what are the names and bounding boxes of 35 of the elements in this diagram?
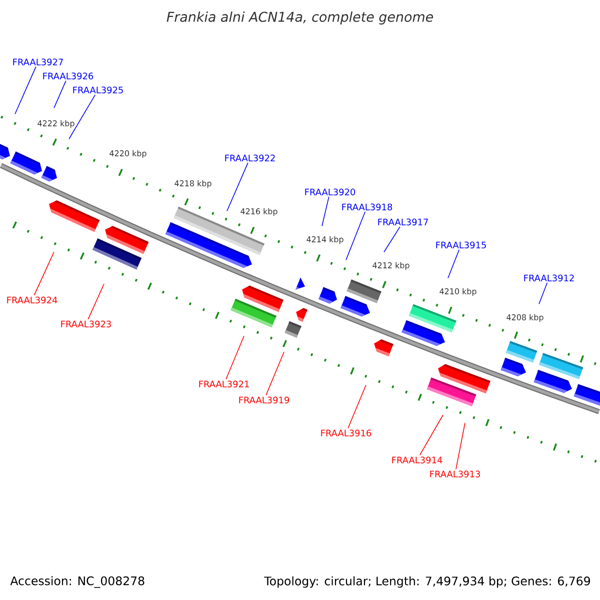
gene-label: FRAAL3923 — [61, 320, 111, 328]
gene-label: FRAAL3921 — [199, 380, 249, 388]
gene-label: FRAAL3922 — [225, 154, 275, 162]
gene-label: FRAAL3916 — [321, 430, 372, 436]
leader-line — [68, 94, 96, 140]
footer-text: Accession: NC_008278 — [10, 576, 144, 588]
gene-label: FRAAL3919 — [239, 396, 290, 404]
leader-line — [538, 282, 548, 304]
leader-line — [34, 252, 54, 296]
leader-line — [14, 66, 36, 114]
gene-label: FRAAL3912 — [524, 274, 574, 282]
leader-line — [54, 80, 66, 108]
gene-label: FRAAL3915 — [436, 242, 486, 248]
gene-label: FRAAL3920 — [305, 188, 356, 196]
leader-line — [226, 162, 248, 212]
gene-label: FRAAL3924 — [7, 296, 58, 304]
gene-label: FRAAL3914 — [392, 456, 442, 464]
gene-label: FRAAL3926 — [43, 72, 94, 80]
leader-line — [448, 249, 460, 278]
title: Frankia alni ACN14a, complete genome — [166, 12, 433, 24]
gene-label: FRAAL3918 — [342, 204, 392, 210]
leader-line — [88, 284, 104, 320]
leader-line — [348, 384, 366, 429]
leader-line — [226, 336, 244, 380]
leader-line — [266, 352, 284, 396]
gene-label: FRAAL3925 — [73, 86, 123, 94]
leader-line — [322, 196, 330, 226]
leader-line — [346, 211, 366, 260]
leader-line — [456, 422, 466, 470]
gene-label: FRAAL3927 — [13, 58, 63, 66]
leader-line — [384, 226, 400, 252]
gene-label: FRAAL3917 — [378, 218, 428, 226]
gene-label: FRAAL3913 — [430, 470, 480, 478]
footer-text: Topology: circular; Length: 7,497,934 bp; Genes: 6,769 — [264, 576, 590, 588]
leader-line — [419, 414, 444, 456]
